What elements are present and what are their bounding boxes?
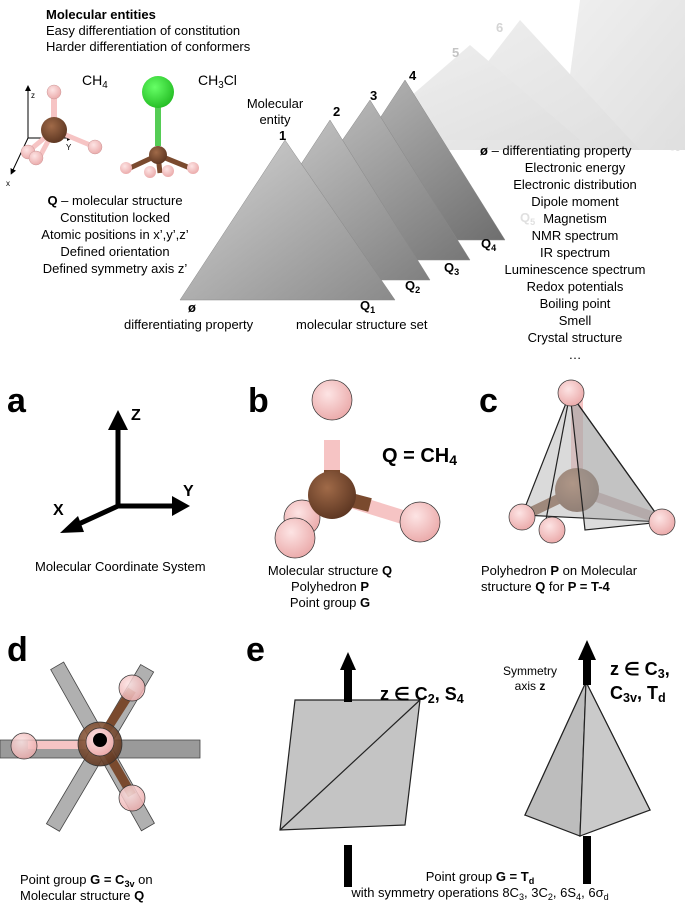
prop-1: Electronic energy [524, 160, 626, 175]
q6-label-faded: Q6 [665, 136, 681, 153]
q2-label: Q2 [405, 278, 421, 295]
q-molecular-structure-heading: Q – molecular structure [47, 193, 183, 208]
ch4-molecule-small [20, 84, 103, 166]
panel-b-caption-3: Point group G [289, 595, 371, 610]
prop-3: Dipole moment [531, 194, 619, 209]
panel-d-letter: d [7, 631, 28, 669]
formula-q-ch4: Q = CH4 [382, 445, 458, 468]
c3-axis-label-1: z ∈ C3, [610, 659, 670, 681]
entity-number-4: 4 [409, 68, 417, 83]
entity-number-3: 3 [370, 88, 378, 103]
molecular-entity-label-2: entity [259, 112, 291, 127]
axis-x-label: X [53, 502, 64, 519]
prop-9: Boiling point [539, 296, 611, 311]
panel-c-caption-1: Polyhedron P on Molecular [481, 563, 638, 578]
panel-b-caption-2: Polyhedron P [290, 579, 370, 594]
prop-8: Redox potentials [526, 279, 624, 294]
conformers-line: Harder differentiation of conformers [46, 39, 251, 54]
panel-c-caption-2: structure Q for P = T-4 [481, 579, 610, 594]
ch3cl-label: CH3Cl [198, 72, 237, 91]
triangle-1 [179, 139, 396, 301]
y-arrowhead [172, 496, 190, 516]
small-axis-z-label: z [31, 91, 35, 100]
x-arrowhead [60, 516, 84, 533]
q-line-4: Defined symmetry axis z’ [42, 261, 188, 276]
coordinate-axes [68, 422, 178, 531]
panel-a-letter: a [7, 382, 26, 420]
c3-axis-label-2: C3v, Td [610, 683, 666, 705]
phi-label: differentiating property [124, 317, 254, 332]
panel-e-caption-1: Point group G = Td [425, 869, 535, 886]
q5-label-faded: Q5 [520, 210, 536, 227]
panel-b-caption-1: Molecular structure Q [267, 563, 393, 578]
constitution-line: Easy differentiation of constitution [46, 23, 241, 38]
q1-label: Q1 [360, 298, 376, 315]
props-header: ø – differentiating property [480, 143, 632, 158]
ch4-label: CH4 [82, 72, 108, 91]
q-line-1: Constitution locked [60, 210, 170, 225]
symmetry-axis-label-1: Symmetry [503, 664, 557, 678]
ch4-molecule-b [274, 379, 441, 559]
small-axis-y-label: Y [66, 143, 72, 152]
ch3cl-molecule [120, 76, 199, 178]
prop-10: Smell [558, 313, 592, 328]
q-line-3: Defined orientation [60, 244, 170, 259]
small-axis-x-label: x [6, 179, 10, 188]
entity-number-5: 5 [452, 45, 460, 60]
molecular-entities-heading: Molecular entities [46, 7, 156, 22]
prop-7: Luminescence spectrum [504, 262, 646, 277]
c3-tetrahedron [524, 640, 651, 884]
panel-e-caption-2: with symmetry operations 8C3, 3C2, 6S4, … [351, 885, 609, 902]
q3-label: Q3 [444, 260, 460, 277]
q-line-2: Atomic positions in x’,y’,z’ [41, 227, 189, 242]
q4-label: Q4 [481, 236, 497, 253]
c3v-planes [0, 661, 201, 832]
panel-c-letter: c [479, 382, 498, 420]
prop-12: … [568, 347, 582, 362]
s4-axis-label: z ∈ C2, S4 [380, 684, 464, 706]
panel-e-letter: e [246, 631, 265, 669]
entity-number-6: 6 [496, 20, 504, 35]
prop-4: Magnetism [543, 211, 607, 226]
prop-6: IR spectrum [539, 245, 611, 260]
panel-a-caption: Molecular Coordinate System [35, 559, 206, 574]
tetrahedron-on-molecule [508, 379, 676, 544]
symmetry-axis-label-2: axis z [514, 679, 546, 693]
panel-d-caption-1: Point group G = C3v on [20, 872, 153, 889]
phi-symbol: ø [188, 300, 196, 315]
molecular-entity-label-1: Molecular [246, 96, 304, 111]
z-arrowhead [108, 410, 128, 430]
prop-2: Electronic distribution [513, 177, 637, 192]
entity-number-2: 2 [333, 104, 341, 119]
panel-d-caption-2: Molecular structure Q [20, 888, 145, 903]
axis-z-label: Z [131, 407, 141, 424]
s4-tetrahedron [279, 652, 421, 887]
panel-b-letter: b [248, 382, 269, 420]
entity-number-1: 1 [279, 128, 287, 143]
q1-set-label: molecular structure set [296, 317, 428, 332]
prop-5: NMR spectrum [531, 228, 619, 243]
axis-y-label: Y [183, 483, 194, 500]
prop-11: Crystal structure [527, 330, 623, 345]
